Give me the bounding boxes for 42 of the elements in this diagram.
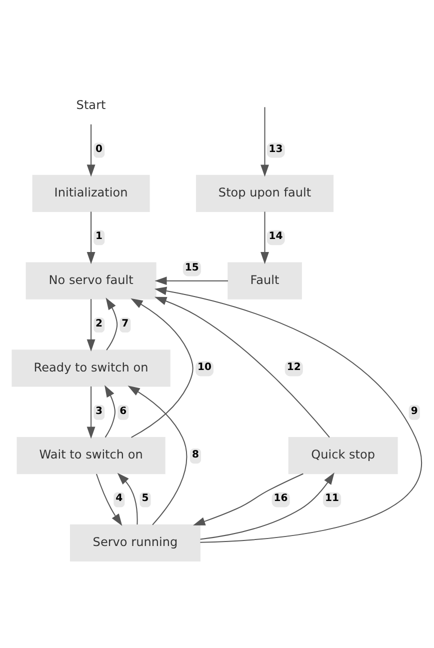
- arrow: [154, 296, 330, 438]
- node-box: Servo running: [70, 524, 200, 561]
- arrow: [154, 276, 228, 285]
- edge-label: 10: [197, 362, 212, 373]
- arrow: [86, 386, 96, 438]
- node-box: Wait to switch on: [16, 436, 166, 474]
- edge-label: 12: [286, 362, 301, 373]
- arrow: [96, 473, 122, 526]
- edge-label: 14: [268, 230, 283, 242]
- node-box: No servo fault: [26, 262, 156, 299]
- node-text: Start: [76, 98, 106, 112]
- arrow: [260, 106, 269, 176]
- arrow: [86, 124, 96, 176]
- node-box: Ready to switch on: [12, 349, 170, 386]
- edge-label: 9: [410, 405, 418, 416]
- edge-label: 4: [116, 492, 123, 504]
- edge-label: 11: [325, 492, 339, 504]
- edge-label: 1: [96, 230, 103, 242]
- edge-label: 5: [142, 492, 149, 504]
- edge-label: 6: [120, 405, 127, 416]
- edge-label: 15: [184, 262, 199, 273]
- edge-label: 8: [192, 449, 199, 460]
- arrow: [260, 211, 269, 264]
- arrow: [117, 472, 138, 524]
- arrow: [86, 211, 96, 264]
- edge-label: 16: [274, 492, 288, 504]
- edge-label: 7: [122, 318, 129, 330]
- arrow: [200, 472, 334, 540]
- node-box: Quick stop: [288, 436, 398, 474]
- edge-label: 13: [268, 143, 283, 154]
- node-box: Initialization: [32, 174, 150, 212]
- edge-label: 3: [96, 405, 103, 416]
- arrow: [130, 298, 194, 438]
- arrow: [104, 384, 116, 438]
- edge-label: 2: [96, 318, 103, 330]
- arrow: [128, 385, 188, 525]
- arrow: [86, 298, 96, 351]
- edge-label: 0: [96, 143, 103, 154]
- node-box: Stop upon fault: [196, 174, 334, 212]
- node-box: Fault: [228, 262, 302, 299]
- arrow: [193, 472, 304, 525]
- arrow: [106, 297, 118, 350]
